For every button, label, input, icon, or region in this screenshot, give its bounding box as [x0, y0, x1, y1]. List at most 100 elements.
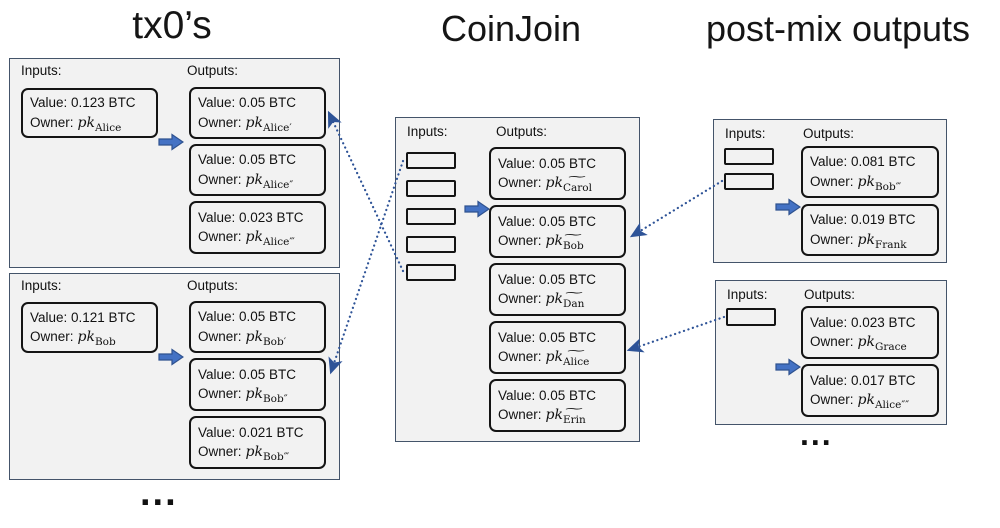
owner-subscript: Alice″″	[874, 399, 910, 412]
postmix-box-2: Inputs: Outputs: Value: 0.023 BTC Owner:…	[715, 280, 947, 425]
pk-symbol: pk	[245, 114, 263, 131]
coinjoin-input-slot	[406, 152, 456, 169]
pk-symbol: pk	[245, 386, 263, 403]
output-owner: Owner:pkAlice‴	[198, 227, 324, 249]
output-owner: Owner:pkBob″	[198, 384, 324, 406]
pk-symbol: pk	[857, 173, 875, 190]
pk-symbol: pk	[245, 328, 263, 345]
input-box-alice: Value: 0.123 BTC Owner:pkAlice	[21, 88, 158, 138]
tx0-box-alice: Inputs: Value: 0.123 BTC Owner:pkAlice O…	[9, 58, 340, 268]
input-owner: Owner:pkBob	[30, 327, 156, 349]
tilde-mark: ~	[562, 230, 585, 242]
input-owner: Owner:pkAlice	[30, 113, 156, 134]
pk-symbol: pk	[545, 175, 563, 192]
output-owner: Owner:pkBob‴	[810, 172, 937, 193]
coinjoin-input-slot	[406, 180, 456, 197]
flow-arrow-icon	[158, 348, 184, 366]
postmix-input-slot	[726, 308, 776, 326]
output-owner: Owner:pk~Bob	[498, 231, 624, 254]
flow-arrow-icon	[158, 133, 184, 151]
owner-name: Alice	[562, 356, 590, 369]
pk-symbol: pk	[857, 231, 875, 248]
flow-arrow-icon	[464, 200, 490, 218]
output-box: Value: 0.05 BTC Owner:pkAlice′	[189, 87, 326, 139]
output-box: Value: 0.021 BTC Owner:pkBob‴	[189, 416, 326, 469]
output-value: Value: 0.023 BTC	[198, 209, 304, 225]
output-box: Value: 0.081 BTC Owner:pkBob‴	[801, 146, 939, 198]
owner-subscript: Alice‴	[262, 236, 295, 249]
input-box-bob: Value: 0.121 BTC Owner:pkBob	[21, 302, 158, 353]
tx0-ellipsis: ...	[140, 472, 178, 514]
inputs-label: Inputs:	[407, 124, 448, 139]
output-owner: Owner:pkFrank	[810, 230, 937, 251]
output-value: Value: 0.05 BTC	[198, 309, 297, 325]
output-value: Value: 0.05 BTC	[498, 213, 597, 229]
output-box: Value: 0.05 BTC Owner:pk~Alice	[489, 321, 626, 374]
output-value: Value: 0.05 BTC	[498, 387, 597, 403]
output-owner: Owner:pk~Dan	[498, 289, 624, 312]
link-postmix2-input-to-coinjoin-alice-output	[626, 315, 726, 353]
output-owner: Owner:pkGrace	[810, 332, 937, 353]
tilde-mark: ~	[565, 346, 588, 358]
owner-subscript: ~Dan	[563, 289, 585, 312]
output-value: Value: 0.019 BTC	[810, 212, 916, 228]
owner-subscript: ~Carol	[563, 173, 592, 196]
owner-subscript: ~Alice	[562, 347, 590, 370]
output-owner: Owner:pkAlice″	[198, 170, 324, 191]
output-value: Value: 0.023 BTC	[810, 314, 916, 330]
output-value: Value: 0.05 BTC	[198, 95, 297, 111]
output-box: Value: 0.023 BTC Owner:pkAlice‴	[189, 201, 326, 254]
output-owner: Owner:pkAlice″″	[810, 390, 937, 412]
output-box: Value: 0.05 BTC Owner:pk~Dan	[489, 263, 626, 316]
link-coinjoin-input1-to-bob2-output	[328, 159, 405, 375]
coinjoin-input-slot	[406, 208, 456, 225]
owner-subscript: Bob	[94, 336, 116, 349]
pk-symbol: pk	[545, 291, 563, 308]
owner-subscript: Bob‴	[874, 180, 902, 193]
pk-symbol: pk	[77, 114, 95, 131]
owner-subscript: Bob‴	[262, 451, 290, 464]
output-value: Value: 0.05 BTC	[498, 155, 597, 171]
pk-symbol: pk	[245, 171, 263, 188]
output-value: Value: 0.05 BTC	[198, 152, 297, 168]
title-postmix: post-mix outputs	[705, 8, 971, 49]
owner-subscript: ~Bob	[562, 231, 584, 254]
title-coinjoin: CoinJoin	[440, 8, 582, 49]
outputs-label: Outputs:	[803, 126, 855, 141]
owner-subscript: Bob′	[262, 335, 287, 348]
outputs-label: Outputs:	[187, 63, 239, 78]
output-box: Value: 0.05 BTC Owner:pkBob′	[189, 301, 326, 353]
output-owner: Owner:pk~Carol	[498, 173, 624, 196]
owner-subscript: Frank	[874, 238, 907, 251]
output-box: Value: 0.05 BTC Owner:pk~Erin	[489, 379, 626, 432]
owner-subscript: Alice′	[262, 121, 292, 134]
postmix-ellipsis: ...	[800, 416, 833, 452]
flow-arrow-icon	[775, 198, 801, 216]
output-owner: Owner:pkBob‴	[198, 442, 324, 464]
tilde-mark: ~	[566, 172, 589, 184]
owner-subscript: Bob″	[262, 393, 288, 406]
pk-symbol: pk	[245, 444, 263, 461]
owner-name: Erin	[562, 414, 586, 427]
pk-symbol: pk	[77, 329, 95, 346]
inputs-label: Inputs:	[725, 126, 766, 141]
owner-subscript: Alice″	[262, 178, 294, 191]
output-owner: Owner:pk~Erin	[498, 405, 624, 428]
tilde-mark: ~	[562, 288, 585, 300]
output-value: Value: 0.021 BTC	[198, 424, 304, 440]
owner-name: Bob	[562, 240, 584, 253]
link-coinjoin-input5-to-alice1-output	[327, 110, 405, 273]
pk-symbol: pk	[245, 229, 263, 246]
output-box: Value: 0.05 BTC Owner:pk~Bob	[489, 205, 626, 258]
owner-subscript: ~Erin	[562, 405, 586, 428]
pk-symbol: pk	[545, 407, 563, 424]
output-owner: Owner:pkBob′	[198, 327, 324, 348]
output-box: Value: 0.05 BTC Owner:pkBob″	[189, 358, 326, 411]
output-box: Value: 0.05 BTC Owner:pk~Carol	[489, 147, 626, 200]
output-box: Value: 0.05 BTC Owner:pkAlice″	[189, 144, 326, 196]
tilde-mark: ~	[563, 404, 586, 416]
input-value: Value: 0.123 BTC	[30, 95, 136, 111]
postmix-input-slot	[724, 148, 774, 165]
coinjoin-box: Inputs: Outputs: Value: 0.05 BTC Owner:p…	[395, 117, 640, 442]
